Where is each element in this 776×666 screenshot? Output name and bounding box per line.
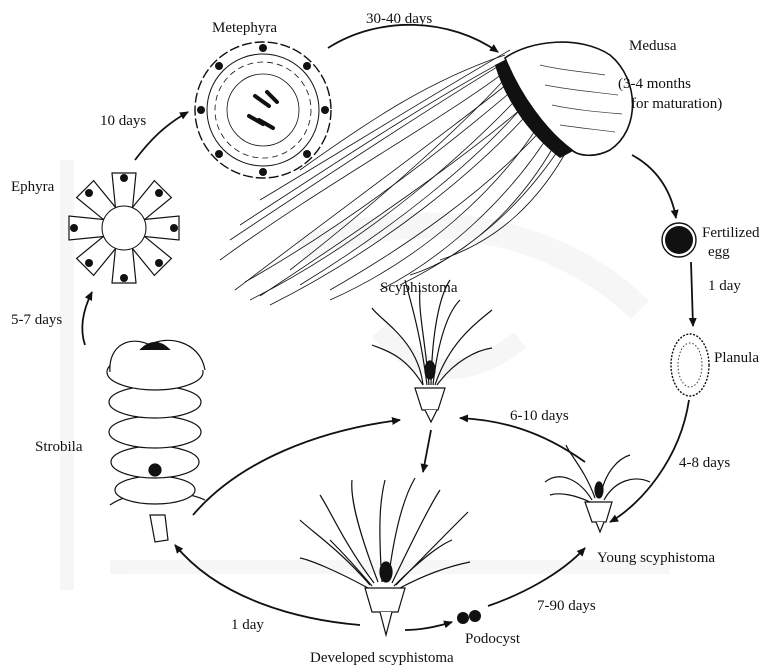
planula-illustration <box>671 334 709 396</box>
duration-young-to-scyphistoma: 6-10 days <box>510 408 569 424</box>
ephyra-illustration <box>69 173 179 283</box>
developed-scyphistoma-illustration <box>300 478 470 635</box>
label-developed-scyphistoma: Developed scyphistoma <box>310 650 454 666</box>
duration-ephyra-to-metephyra: 10 days <box>100 113 146 129</box>
label-podocyst: Podocyst <box>465 631 521 647</box>
metephyra-illustration <box>195 42 331 178</box>
arrow-planula-to-young <box>610 400 689 522</box>
duration-planula-to-young: 4-8 days <box>679 455 730 471</box>
arrow-scyphistoma-to-developed <box>423 430 431 472</box>
label-young-scyphistoma: Young scyphistoma <box>597 550 715 566</box>
duration-egg-to-planula: 1 day <box>708 278 741 294</box>
arrow-strobila-to-ephyra <box>82 292 92 345</box>
label-medusa: Medusa <box>629 38 677 54</box>
fertilized-egg-illustration <box>662 223 696 257</box>
podocyst-illustration <box>457 610 481 624</box>
duration-metephyra-to-medusa: 30-40 days <box>366 11 432 27</box>
label-ephyra: Ephyra <box>11 179 55 195</box>
label-scyphistoma: Scyphistoma <box>380 280 458 296</box>
young-scyphistoma-illustration <box>545 445 650 532</box>
arrow-medusa-to-egg <box>632 155 676 218</box>
label-medusa-note-line2: for maturation) <box>631 96 722 112</box>
arrow-metephyra-to-medusa <box>328 25 498 52</box>
strobila-illustration <box>107 340 205 542</box>
arrow-young-to-scyphistoma <box>460 418 585 462</box>
duration-podocyst-to-young: 7-90 days <box>537 598 596 614</box>
label-fertilized-egg-line2: egg <box>708 244 730 260</box>
arrow-developed-to-podocyst <box>405 622 452 630</box>
arrow-strobila-to-scyphistoma <box>193 420 400 515</box>
duration-developed-to-strobila: 1 day <box>231 617 264 633</box>
arrow-egg-to-planula <box>691 262 693 326</box>
label-strobila: Strobila <box>35 439 83 455</box>
label-planula: Planula <box>714 350 759 366</box>
arrow-developed-to-strobila <box>175 545 360 625</box>
duration-strobila-to-ephyra: 5-7 days <box>11 312 62 328</box>
label-metephyra: Metephyra <box>212 20 277 36</box>
label-fertilized-egg-line1: Fertilized <box>702 225 760 241</box>
label-medusa-note-line1: (3-4 months <box>618 76 691 92</box>
